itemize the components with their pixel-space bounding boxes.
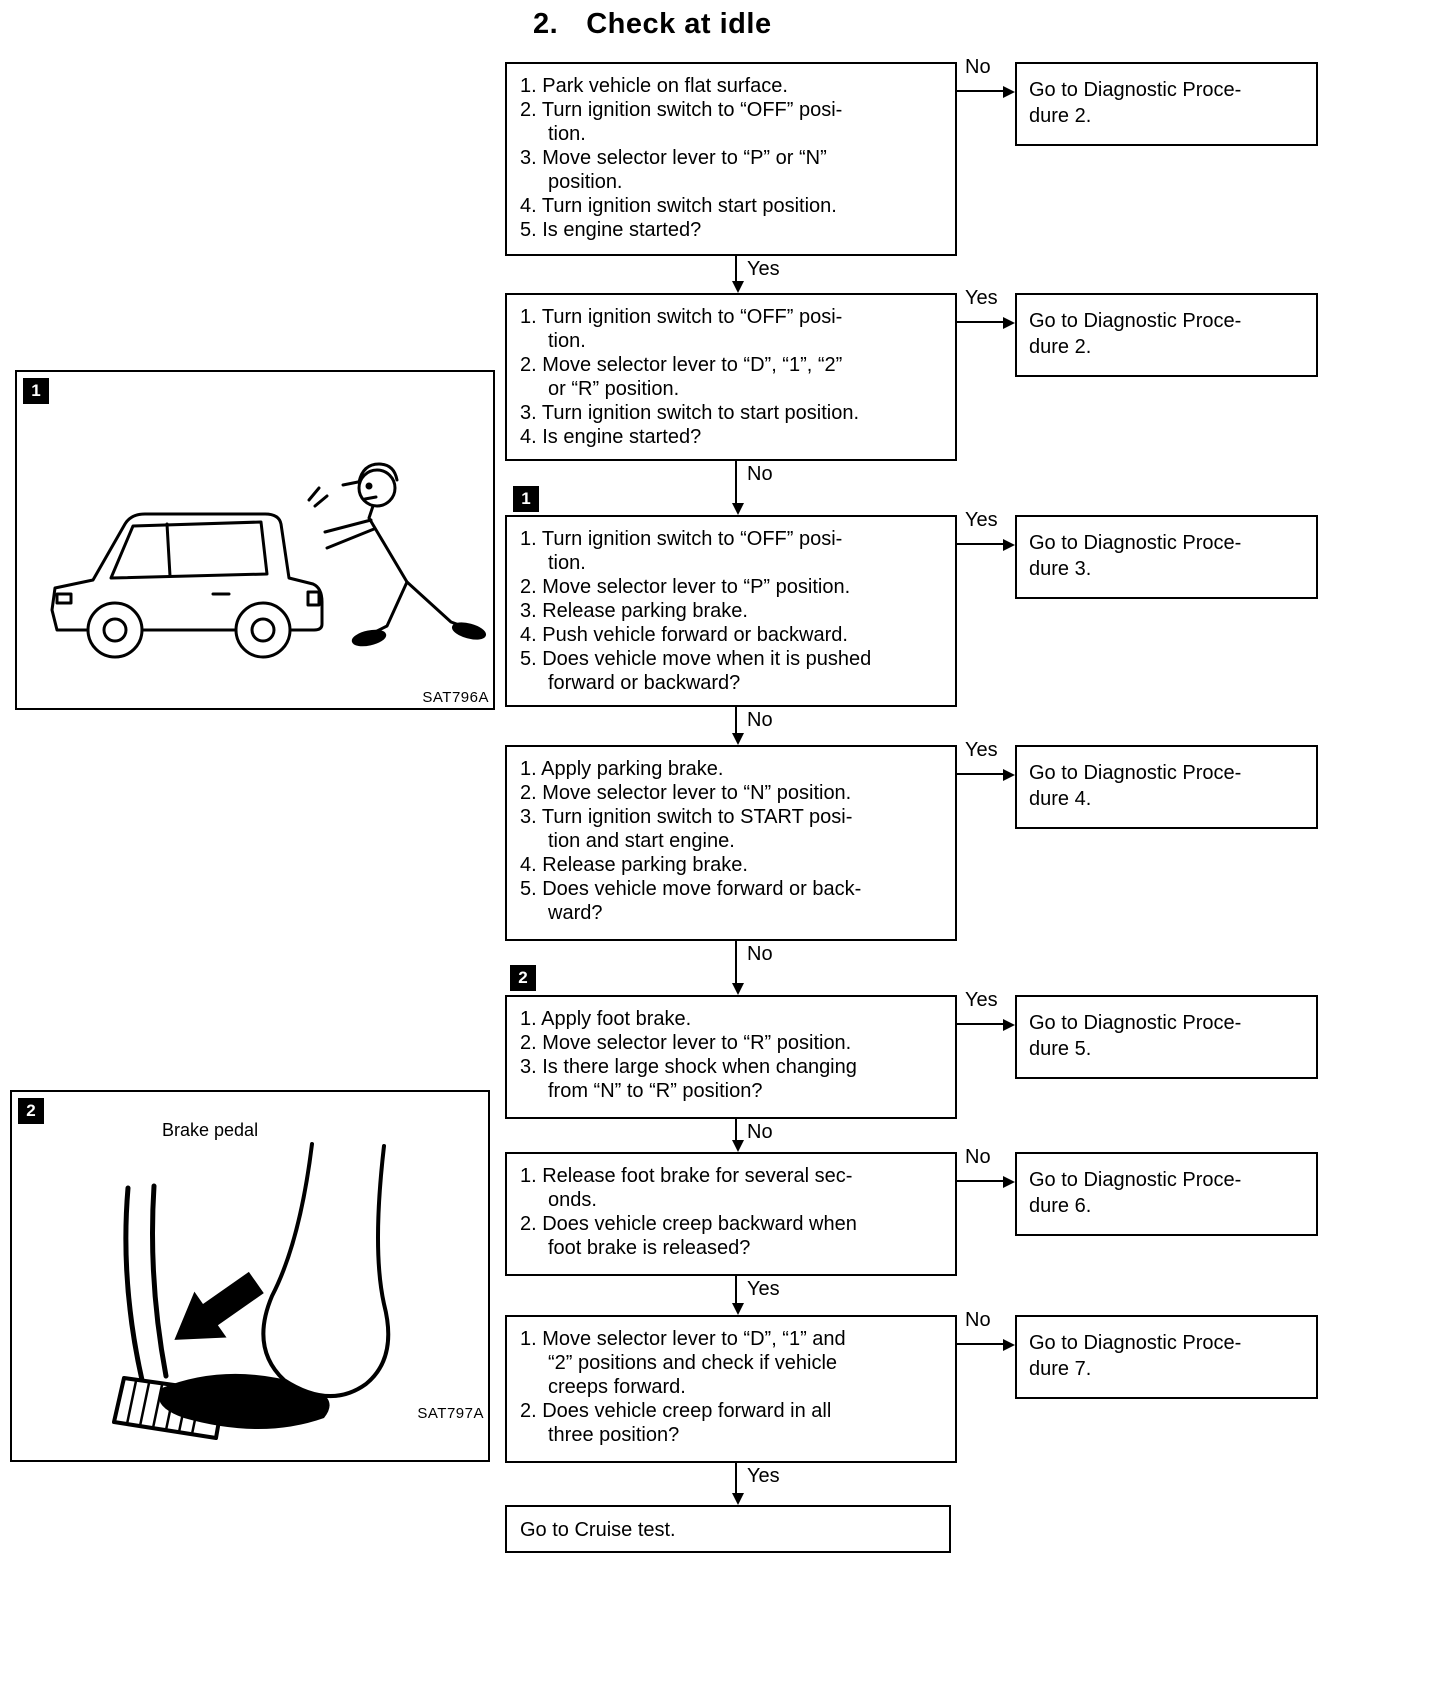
- goto-procedure-box-7: Go to Diagnostic Proce- dure 7.: [1015, 1315, 1318, 1399]
- branch-label-2: Yes: [965, 287, 998, 309]
- figure-2-marker: 2: [510, 965, 536, 991]
- step-line: 5. Does vehicle move when it is pushed f…: [520, 648, 872, 694]
- step-line: 1. Apply foot brake.: [520, 1008, 692, 1030]
- step-line: 5. Is engine started?: [520, 219, 702, 241]
- step-line: 4. Release parking brake.: [520, 854, 748, 876]
- goto-procedure-box-4: Go to Diagnostic Proce- dure 4.: [1015, 745, 1318, 829]
- step-line: 2. Move selector lever to “D”, “1”, “2” …: [520, 354, 843, 400]
- flow-step-2: 1. Turn ignition switch to “OFF” posi- t…: [505, 293, 957, 461]
- figure-marker: 2: [18, 1098, 44, 1124]
- step-line: 3. Turn ignition switch to START posi- t…: [520, 806, 853, 852]
- goto-procedure-box-1: Go to Diagnostic Proce- dure 2.: [1015, 62, 1318, 146]
- down-arrow-2: [732, 461, 744, 515]
- page-title: 2. Check at idle: [533, 8, 772, 41]
- step-line: 3. Turn ignition switch to start positio…: [520, 402, 860, 424]
- section-number: 2.: [533, 8, 559, 40]
- step-line: 1. Turn ignition switch to “OFF” posi- t…: [520, 306, 843, 352]
- branch-arrow-1: [957, 86, 1015, 98]
- step-line: 4. Push vehicle forward or backward.: [520, 624, 848, 646]
- down-label-6: Yes: [747, 1278, 780, 1300]
- branch-arrow-6: [957, 1176, 1015, 1188]
- step-line: 2. Does vehicle creep forward in all thr…: [520, 1400, 832, 1446]
- flow-step-4: 1. Apply parking brake. 2. Move selector…: [505, 745, 957, 941]
- goto-procedure-box-6: Go to Diagnostic Proce- dure 6.: [1015, 1152, 1318, 1236]
- down-label-5: No: [747, 1121, 773, 1143]
- step-line: 3. Is there large shock when changing fr…: [520, 1056, 857, 1102]
- flow-step-3: 1. Turn ignition switch to “OFF” posi- t…: [505, 515, 957, 707]
- step-line: 5. Does vehicle move forward or back- wa…: [520, 878, 862, 924]
- step-line: 2. Move selector lever to “R” position.: [520, 1032, 852, 1054]
- flow-step-5: 1. Apply foot brake. 2. Move selector le…: [505, 995, 957, 1119]
- step-line: 2. Does vehicle creep backward when foot…: [520, 1213, 857, 1259]
- branch-arrow-4: [957, 769, 1015, 781]
- flow-step-6: 1. Release foot brake for several sec- o…: [505, 1152, 957, 1276]
- branch-arrow-2: [957, 317, 1015, 329]
- figure-caption: SAT796A: [422, 689, 489, 706]
- step-line: 1. Turn ignition switch to “OFF” posi- t…: [520, 528, 843, 574]
- step-line: 1. Apply parking brake.: [520, 758, 724, 780]
- figure-1-marker: 1: [513, 486, 539, 512]
- flow-step-7: 1. Move selector lever to “D”, “1” and “…: [505, 1315, 957, 1463]
- branch-label-1: No: [965, 56, 991, 78]
- figure-caption: SAT797A: [417, 1405, 484, 1422]
- down-label-4: No: [747, 943, 773, 965]
- branch-label-4: Yes: [965, 739, 998, 761]
- branch-label-5: Yes: [965, 989, 998, 1011]
- step-line: 4. Turn ignition switch start position.: [520, 195, 837, 217]
- figure-pushing-vehicle: 1 SAT796A: [15, 370, 495, 710]
- step-line: 2. Move selector lever to “P” position.: [520, 576, 851, 598]
- down-arrow-1: [732, 256, 744, 293]
- step-line: 1. Move selector lever to “D”, “1” and “…: [520, 1328, 846, 1398]
- step-line: 4. Is engine started?: [520, 426, 702, 448]
- brake-pedal-illustration: [112, 1142, 391, 1440]
- down-arrow-3: [732, 707, 744, 745]
- step-line: 3. Release parking brake.: [520, 600, 748, 622]
- flow-step-1: 1. Park vehicle on flat surface. 2. Turn…: [505, 62, 957, 256]
- branch-arrow-5: [957, 1019, 1015, 1031]
- section-title: Check at idle: [586, 8, 772, 40]
- down-arrow-5: [732, 1119, 744, 1152]
- car-push-illustration: [50, 462, 487, 659]
- step-line: 3. Move selector lever to “P” or “N” pos…: [520, 147, 827, 193]
- goto-procedure-box-5: Go to Diagnostic Proce- dure 5.: [1015, 995, 1318, 1079]
- down-label-3: No: [747, 709, 773, 731]
- down-label-1: Yes: [747, 258, 780, 280]
- branch-arrow-7: [957, 1339, 1015, 1351]
- down-arrow-6: [732, 1276, 744, 1315]
- step-line: 1. Park vehicle on flat surface.: [520, 75, 788, 97]
- down-label-2: No: [747, 463, 773, 485]
- down-label-7: Yes: [747, 1465, 780, 1487]
- down-arrow-4: [732, 941, 744, 995]
- down-arrow-7: [732, 1463, 744, 1505]
- branch-arrow-3: [957, 539, 1015, 551]
- branch-label-6: No: [965, 1146, 991, 1168]
- step-line: 2. Move selector lever to “N” position.: [520, 782, 852, 804]
- goto-procedure-box-2: Go to Diagnostic Proce- dure 2.: [1015, 293, 1318, 377]
- branch-label-3: Yes: [965, 509, 998, 531]
- brake-pedal-label: Brake pedal: [162, 1120, 259, 1140]
- goto-procedure-box-3: Go to Diagnostic Proce- dure 3.: [1015, 515, 1318, 599]
- figure-brake-pedal: 2 Brake pedal SAT797A: [10, 1090, 490, 1462]
- figure-marker: 1: [23, 378, 49, 404]
- terminal-box: Go to Cruise test.: [505, 1505, 951, 1553]
- branch-label-7: No: [965, 1309, 991, 1331]
- step-line: 2. Turn ignition switch to “OFF” posi- t…: [520, 99, 843, 145]
- step-line: 1. Release foot brake for several sec- o…: [520, 1165, 853, 1211]
